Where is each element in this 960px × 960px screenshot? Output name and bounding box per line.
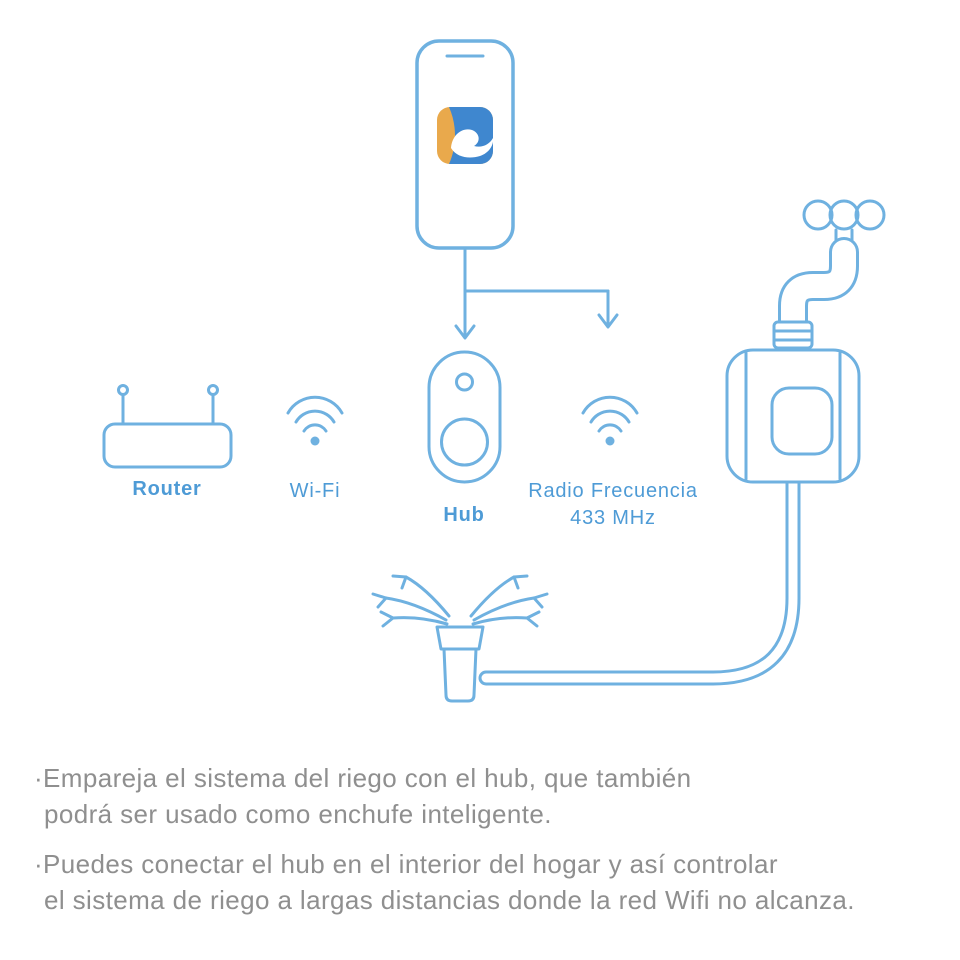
- paragraph-2-line-2: el sistema de riego a largas distancias …: [44, 885, 855, 915]
- sprinkler-icon: [435, 625, 485, 703]
- rf-signal-icon: [581, 395, 639, 433]
- caption-text-block: ·Empareja el sistema del riego con el hu…: [34, 760, 960, 918]
- app-icon-bird: [451, 129, 494, 158]
- water-spray-icon: [371, 574, 451, 628]
- rf-label-line2: 433 MHz: [570, 507, 656, 529]
- valve-timer-icon: [725, 348, 861, 484]
- bullet-paragraph-1: ·Empareja el sistema del riego con el hu…: [34, 760, 960, 832]
- router-icon: [102, 384, 233, 469]
- tube-hollows: [481, 240, 856, 683]
- hub-label: Hub: [443, 504, 484, 526]
- diagram-labels: Router Wi-Fi Hub Radio Frecuencia 433 MH…: [132, 478, 697, 529]
- bullet-paragraph-2: ·Puedes conectar el hub en el interior d…: [34, 846, 960, 918]
- router-label: Router: [132, 478, 201, 500]
- diagram-outlines-top: [371, 320, 861, 703]
- paragraph-1-line-1: ·Empareja el sistema del riego con el hu…: [34, 763, 692, 793]
- water-spray-icon: [469, 574, 549, 628]
- paragraph-2-line-1: ·Puedes conectar el hub en el interior d…: [34, 849, 778, 879]
- irrigation-setup-diagram: Router Wi-Fi Hub Radio Frecuencia 433 MH…: [102, 39, 886, 703]
- irrigation-app-icon: [437, 107, 494, 164]
- wifi-signal-icon: [286, 395, 344, 433]
- connector-arrows: [454, 246, 619, 340]
- rf-label-line1: Radio Frecuencia: [528, 480, 698, 502]
- paragraph-1-line-2: podrá ser usado como enchufe inteligente…: [44, 799, 552, 829]
- wifi-signal-dot: [310, 436, 320, 446]
- faucet-collar: [772, 320, 814, 350]
- hub-device-icon: [427, 350, 502, 484]
- wifi-label: Wi-Fi: [290, 480, 341, 502]
- rf-signal-dot: [605, 436, 615, 446]
